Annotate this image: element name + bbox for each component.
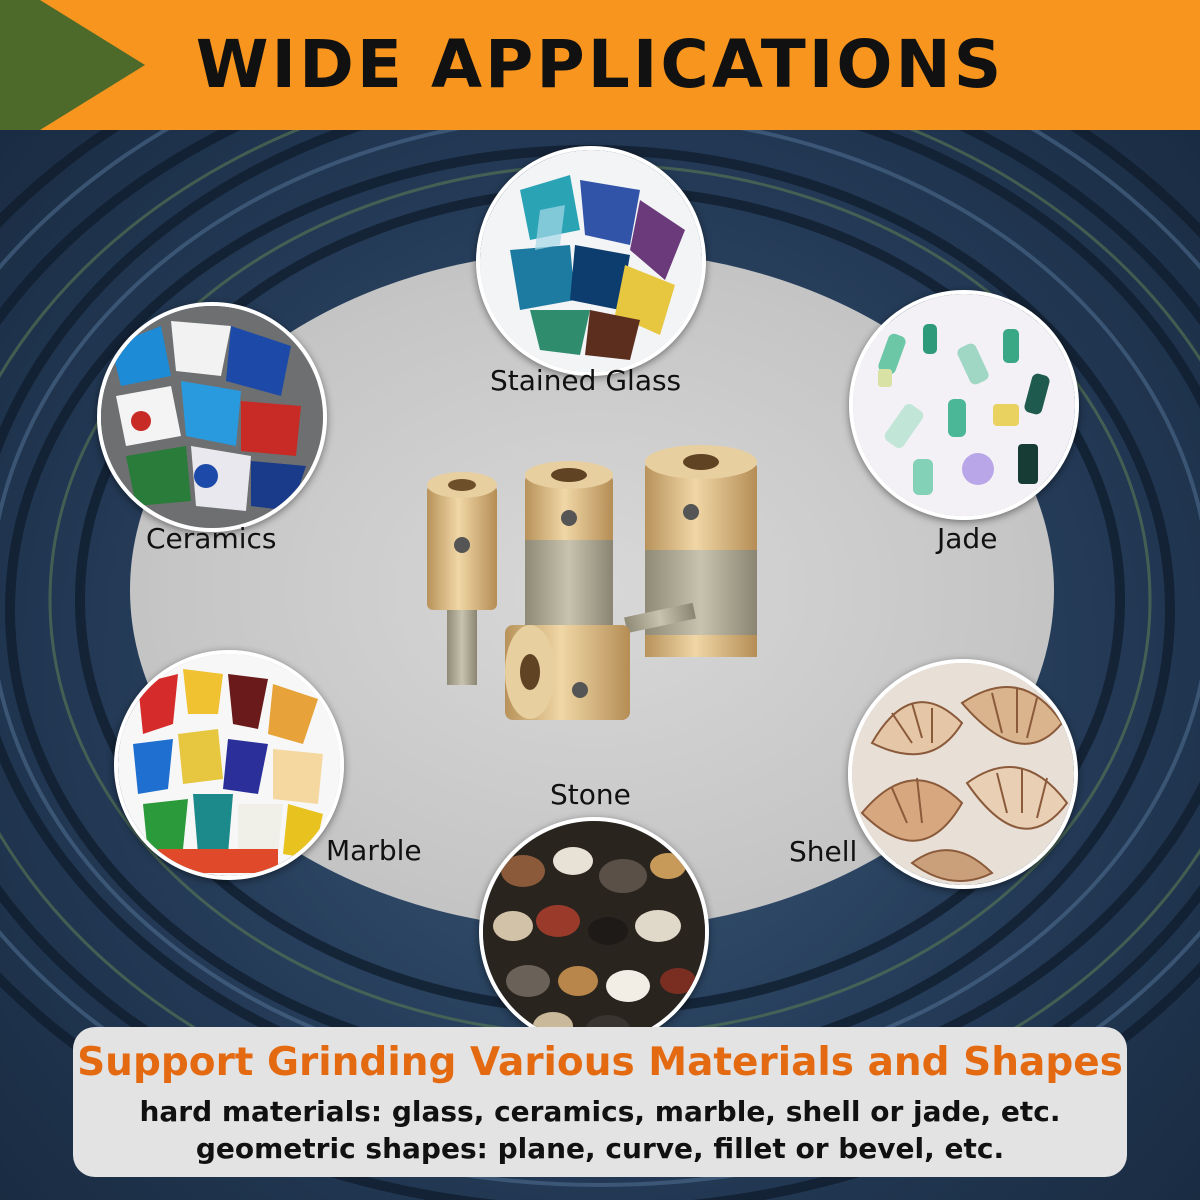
page-title: WIDE APPLICATIONS [195, 26, 1005, 103]
stained-glass-label: Stained Glass [490, 364, 682, 397]
info-title: Support Grinding Various Materials and S… [77, 1040, 1123, 1085]
banner-chevron [40, 0, 145, 130]
stone-label: Stone [550, 778, 631, 811]
ceramics-image [97, 302, 327, 532]
info-line-shapes: geometric shapes: plane, curve, fillet o… [195, 1132, 1005, 1165]
marble-image [114, 650, 344, 880]
marble-label: Marble [326, 834, 422, 867]
ceramics-label: Ceramics [146, 522, 277, 555]
header-banner [0, 0, 1200, 130]
banner-accent [0, 0, 40, 130]
info-line-materials: hard materials: glass, ceramics, marble,… [139, 1095, 1061, 1128]
stone-image [479, 817, 709, 1047]
jade-label: Jade [937, 522, 998, 555]
info-box [73, 1027, 1127, 1177]
shell-image [848, 659, 1078, 889]
grinder-bits-image [427, 445, 757, 720]
stained-glass-image [476, 146, 706, 376]
shell-label: Shell [789, 835, 858, 868]
jade-image [849, 290, 1079, 520]
